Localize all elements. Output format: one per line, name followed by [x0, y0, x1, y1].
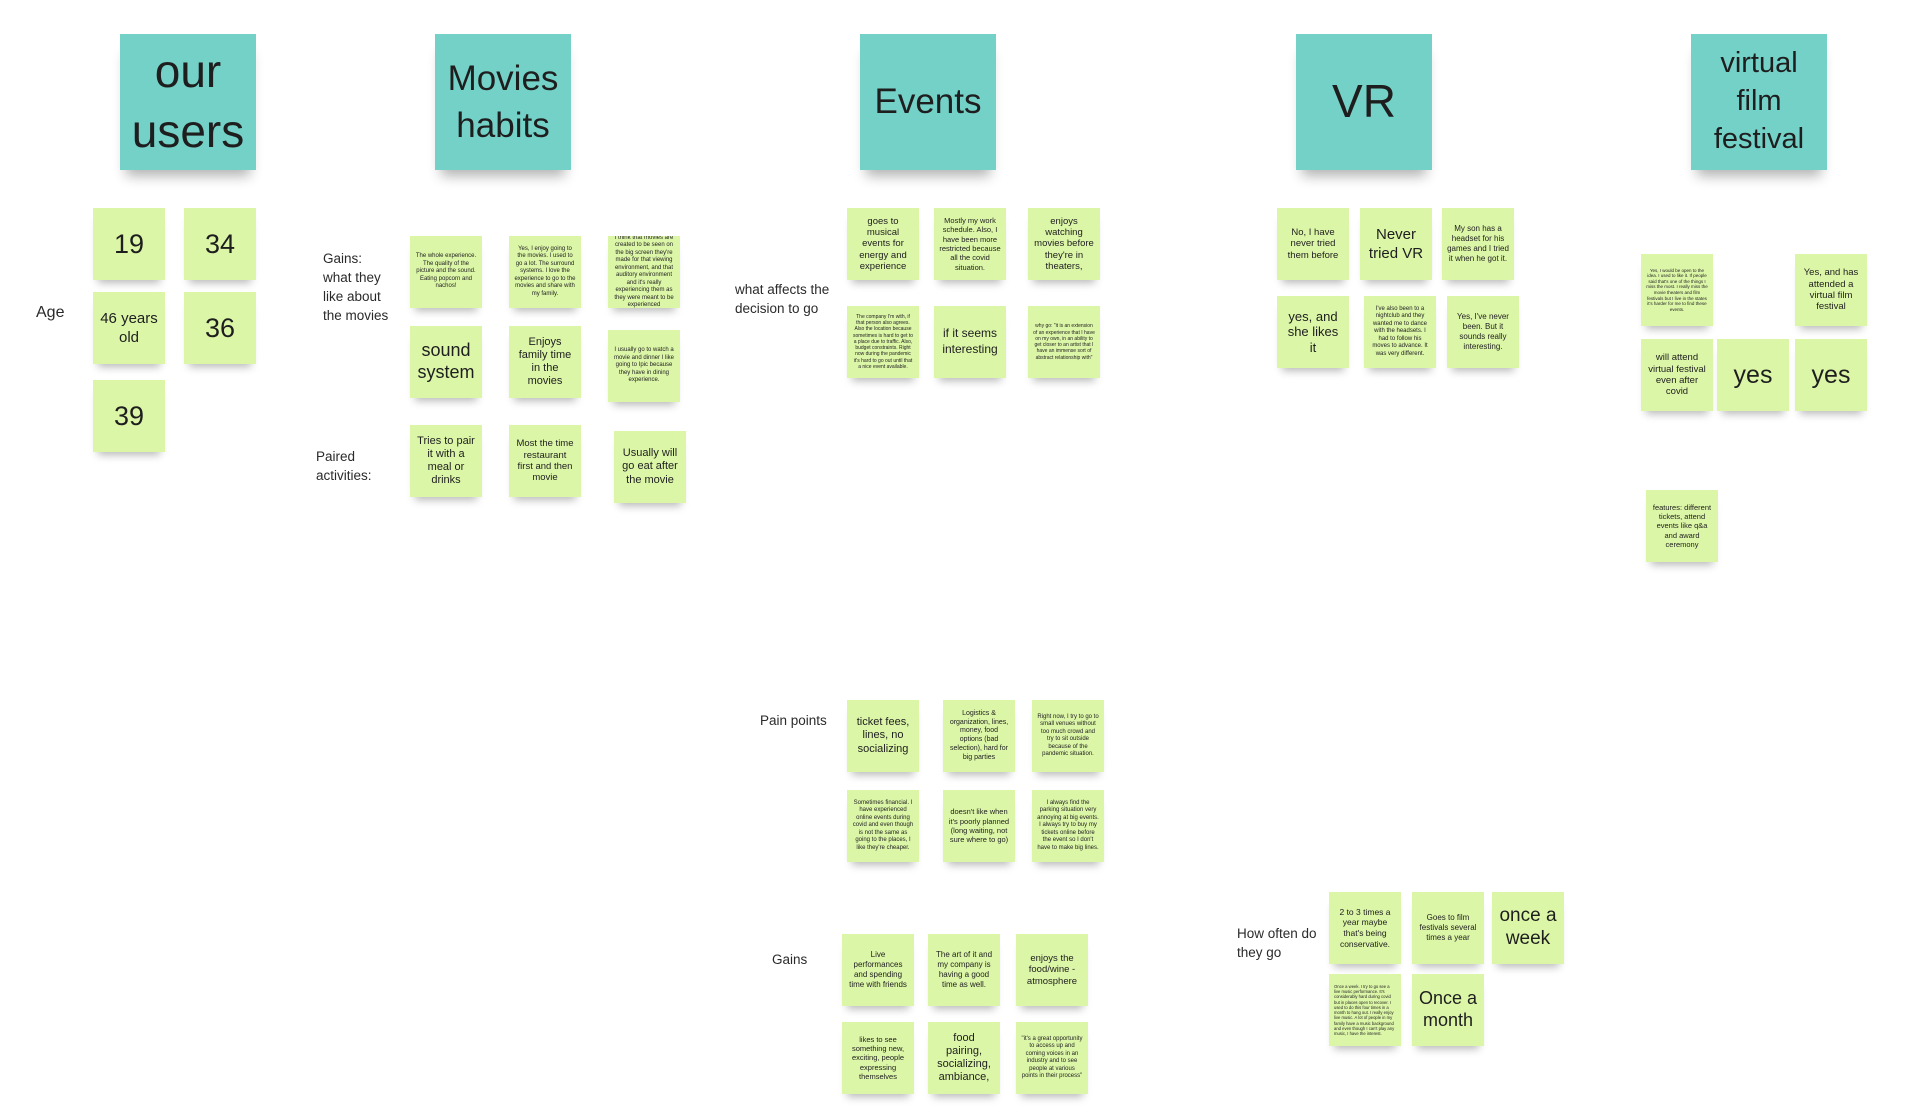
pain-points-label: Pain points	[760, 713, 827, 728]
vr-note[interactable]: Yes, I've never been. But it sounds real…	[1447, 296, 1519, 368]
events-gain-note[interactable]: food pairing, socializing, ambiance,	[928, 1022, 1000, 1094]
movies-note[interactable]: Most the time restaurant first and then …	[509, 425, 581, 497]
frequency-note[interactable]: Once a month	[1412, 974, 1484, 1046]
header-note-events[interactable]: Events	[860, 34, 996, 170]
festival-note[interactable]: yes	[1795, 339, 1867, 411]
movies-note[interactable]: Usually will go eat after the movie	[614, 431, 686, 503]
header-note-virtual-film-festival[interactable]: virtual film festival	[1691, 34, 1827, 170]
events-gain-note[interactable]: likes to see something new, exciting, pe…	[842, 1022, 914, 1094]
age-label: Age	[36, 304, 65, 321]
events-gains-label: Gains	[772, 952, 808, 967]
vr-note[interactable]: yes, and she likes it	[1277, 296, 1349, 368]
frequency-note[interactable]: Goes to film festivals several times a y…	[1412, 892, 1484, 964]
pain-point-note[interactable]: ticket fees, lines, no socializing	[847, 700, 919, 772]
vr-note[interactable]: I've also been to a nightclub and they w…	[1364, 296, 1436, 368]
events-decision-note[interactable]: goes to musical events for energy and ex…	[847, 208, 919, 280]
movies-note[interactable]: I think that movies are created to be se…	[608, 236, 680, 308]
frequency-note[interactable]: 2 to 3 times a year maybe that's being c…	[1329, 892, 1401, 964]
pain-point-note[interactable]: I always find the parking situation very…	[1032, 790, 1104, 862]
events-decision-note[interactable]: if it seems interesting	[934, 306, 1006, 378]
header-note-vr[interactable]: VR	[1296, 34, 1432, 170]
frequency-label: How often do they go	[1237, 926, 1317, 960]
header-note-movies-habits[interactable]: Movies habits	[435, 34, 571, 170]
pain-point-note[interactable]: Sometimes financial. I have experienced …	[847, 790, 919, 862]
festival-note[interactable]: Yes, I would be open to the idea. I used…	[1641, 254, 1713, 326]
movies-note[interactable]: The whole experience. The quality of the…	[410, 236, 482, 308]
events-gain-note[interactable]: "it's a great opportunity to access up a…	[1016, 1022, 1088, 1094]
age-note[interactable]: 46 years old	[93, 292, 165, 364]
events-decision-note[interactable]: why go: "it is an extension of an experi…	[1028, 306, 1100, 378]
vr-note[interactable]: Never tried VR	[1360, 208, 1432, 280]
events-gain-note[interactable]: Live performances and spending time with…	[842, 934, 914, 1006]
events-decision-note[interactable]: Mostly my work schedule. Also, I have be…	[934, 208, 1006, 280]
pain-point-note[interactable]: doesn't like when it's poorly planned (l…	[943, 790, 1015, 862]
paired-activities-label: Paired activities:	[316, 449, 372, 483]
movies-note[interactable]: Yes, I enjoy going to the movies. I used…	[509, 236, 581, 308]
events-gain-note[interactable]: The art of it and my company is having a…	[928, 934, 1000, 1006]
vr-note[interactable]: No, I have never tried them before	[1277, 208, 1349, 280]
festival-note[interactable]: Yes, and has attended a virtual film fes…	[1795, 254, 1867, 326]
festival-note[interactable]: will attend virtual festival even after …	[1641, 339, 1713, 411]
events-decision-note[interactable]: The company I'm with, if that person als…	[847, 306, 919, 378]
decision-label: what affects the decision to go	[735, 282, 830, 316]
age-note[interactable]: 34	[184, 208, 256, 280]
age-note[interactable]: 39	[93, 380, 165, 452]
pain-point-note[interactable]: Logistics & organization, lines, money, …	[943, 700, 1015, 772]
age-note[interactable]: 36	[184, 292, 256, 364]
frequency-note[interactable]: once a week	[1492, 892, 1564, 964]
movies-note[interactable]: Tries to pair it with a meal or drinks	[410, 425, 482, 497]
pain-point-note[interactable]: Right now, I try to go to small venues w…	[1032, 700, 1104, 772]
events-decision-note[interactable]: enjoys watching movies before they're in…	[1028, 208, 1100, 280]
movies-note[interactable]: Enjoys family time in the movies	[509, 326, 581, 398]
festival-note[interactable]: yes	[1717, 339, 1789, 411]
header-note-our-users[interactable]: our users	[120, 34, 256, 170]
movies-note[interactable]: I usually go to watch a movie and dinner…	[608, 330, 680, 402]
movies-gains-label: Gains: what they like about the movies	[323, 251, 389, 323]
age-note[interactable]: 19	[93, 208, 165, 280]
events-gain-note[interactable]: enjoys the food/wine - atmosphere	[1016, 934, 1088, 1006]
movies-note[interactable]: sound system	[410, 326, 482, 398]
vr-note[interactable]: My son has a headset for his games and I…	[1442, 208, 1514, 280]
festival-note[interactable]: features: different tickets, attend even…	[1646, 490, 1718, 562]
frequency-note[interactable]: Once a week. I try to go see a live musi…	[1329, 974, 1401, 1046]
